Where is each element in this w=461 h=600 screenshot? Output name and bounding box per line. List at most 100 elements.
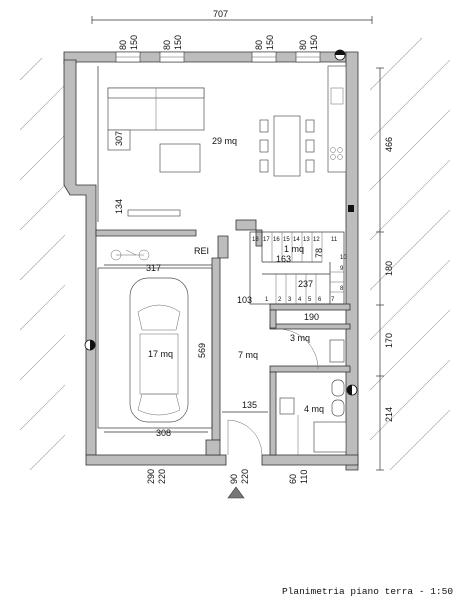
kitchen-sink (330, 87, 344, 105)
interior-walls (95, 219, 351, 456)
step-7: 7 (331, 297, 335, 303)
bath-opening-width: 60 (288, 474, 298, 484)
hall-103-label: 103 (237, 295, 252, 305)
living-height-label: 307 (114, 131, 124, 146)
window-4-width: 80 (298, 40, 308, 50)
step-18: 18 (252, 237, 259, 243)
right-466-label: 466 (384, 137, 394, 152)
chair (259, 119, 269, 133)
stair-treads (271, 232, 344, 304)
left-hatch-area (20, 58, 65, 470)
entry-opening-height: 220 (240, 469, 250, 484)
window-4-height: 150 (309, 35, 319, 50)
step-8: 8 (340, 286, 344, 292)
step-14: 14 (293, 237, 300, 243)
bath-sink (279, 397, 295, 415)
step-3: 3 (288, 297, 292, 303)
step-2: 2 (278, 297, 282, 303)
stair-lower-wall (269, 303, 351, 311)
right-170-label: 170 (384, 333, 394, 348)
storage-area: 3 mq (290, 333, 310, 343)
top-window-labels: 80 150 80 150 80 150 80 150 (118, 35, 319, 50)
garage-opening-height: 220 (157, 469, 167, 484)
step-17: 17 (263, 237, 270, 243)
tv-unit (127, 209, 181, 217)
hall-135-label: 135 (242, 400, 257, 410)
staircase: 18 17 16 15 14 13 12 11 10 9 8 1 2 3 4 5… (249, 231, 347, 305)
top-windows (115, 51, 321, 63)
sofa-chaise (107, 129, 131, 151)
car (129, 277, 189, 423)
section-markers (84, 49, 358, 396)
step-4: 4 (298, 297, 302, 303)
step-1: 1 (265, 297, 269, 303)
section-marker (346, 384, 358, 396)
window-2-width: 80 (162, 40, 172, 50)
bottom-wall-right (261, 454, 359, 466)
step-9: 9 (340, 266, 344, 272)
entry-door-swing (227, 419, 263, 456)
rei-label: REI (194, 246, 209, 256)
toilet (331, 379, 345, 397)
step-6: 6 (318, 297, 322, 303)
window-1-width: 80 (118, 40, 128, 50)
bicycle (110, 249, 150, 261)
right-180-label: 180 (384, 261, 394, 276)
step-12: 12 (313, 237, 320, 243)
step-15: 15 (283, 237, 290, 243)
right-dimensions: 466 180 170 214 (376, 67, 394, 471)
section-marker (334, 49, 346, 61)
overall-width-dimension: 707 (91, 9, 373, 24)
closet-area: 1 mq (284, 244, 304, 254)
dining-table (273, 115, 301, 177)
step-11: 11 (331, 237, 338, 243)
bottom-opening-labels: 290 220 90 220 60 110 (146, 469, 309, 484)
bidet (331, 399, 345, 417)
left-wall (63, 59, 97, 456)
bath-area: 4 mq (304, 404, 324, 414)
garage-opening-width: 290 (146, 469, 156, 484)
left-dimensions: 307 134 (97, 66, 124, 222)
hall-area: 7 mq (238, 350, 258, 360)
garage-right-wall (211, 257, 221, 441)
garage-depth-label: 569 (197, 343, 207, 358)
step-16: 16 (273, 237, 280, 243)
kitchen-counter (327, 65, 347, 173)
cooktop-burner (330, 147, 336, 153)
bottom-wall-left (85, 454, 227, 466)
overall-width-label: 707 (213, 9, 228, 19)
step-10: 10 (340, 255, 347, 261)
stair-width-label: 163 (276, 254, 291, 264)
bath-opening-height: 110 (299, 470, 309, 484)
garage: 317 REI 17 mq 569 308 (97, 246, 221, 456)
right-hatch-area (370, 38, 450, 470)
storage-190-label: 190 (304, 312, 319, 322)
stair-78-label: 78 (314, 248, 324, 258)
storage-room: 190 3 mq (277, 312, 345, 370)
entrance-arrow-icon (227, 486, 245, 499)
living-room: 29 mq (107, 65, 347, 217)
right-wall (345, 51, 359, 471)
step-5: 5 (308, 297, 312, 303)
garage-bottom-label: 308 (156, 428, 171, 438)
window-3-height: 150 (265, 35, 275, 50)
hall: 103 7 mq 135 (222, 295, 268, 456)
section-marker (84, 339, 96, 351)
shower (313, 421, 347, 453)
right-214-label: 214 (384, 407, 394, 422)
stair-237-label: 237 (298, 279, 313, 289)
plan-caption: Planimetria piano terra - 1:50 (282, 586, 453, 597)
entry-opening-width: 90 (229, 474, 239, 484)
window-1-height: 150 (129, 35, 139, 50)
living-lower-label: 134 (114, 199, 124, 214)
garage-door-jamb (205, 439, 221, 456)
washing-machine (329, 339, 345, 363)
window-2-height: 150 (173, 35, 183, 50)
living-room-area: 29 mq (212, 136, 237, 146)
step-13: 13 (303, 237, 310, 243)
bathroom: 4 mq (279, 379, 347, 455)
coffee-table (159, 143, 201, 173)
wall-marker (348, 205, 354, 212)
garage-area: 17 mq (148, 349, 173, 359)
